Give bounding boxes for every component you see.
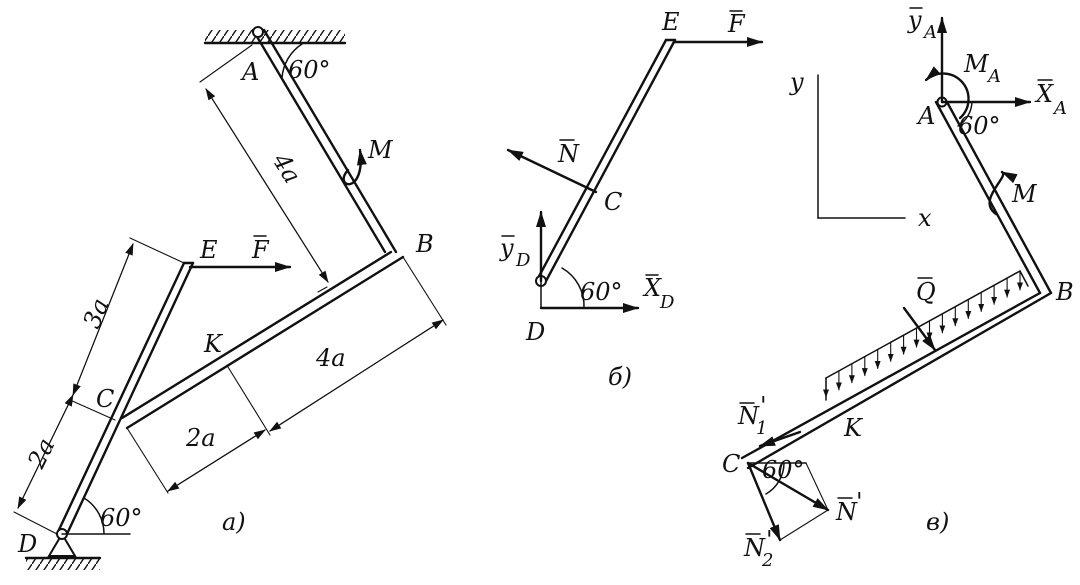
beam-bc (120, 250, 405, 430)
label-dim-3a-ce: 3a (78, 294, 115, 332)
label-moment-m: M (367, 136, 394, 164)
label-angle-d: 60° (100, 504, 143, 532)
label-angle-a-c: 60° (958, 112, 1001, 140)
label-angle-d-b: 60° (580, 278, 623, 306)
distributed-load-q (823, 270, 1029, 401)
force-n2-arrow (746, 461, 782, 542)
panel-a-caption: а) (222, 508, 246, 536)
panel-b-caption: б) (608, 363, 632, 391)
label-force-yd-sub-b: D (515, 250, 531, 271)
label-point-k-c: K (843, 414, 864, 442)
force-parallelogram (779, 462, 829, 541)
dimension-2a-dc (13, 394, 74, 535)
beam-de (55, 261, 195, 536)
label-force-n1: N (737, 402, 760, 430)
label-dim-4a-ab: 4a (266, 147, 306, 188)
label-axis-y: y (789, 68, 804, 96)
label-point-k: K (203, 330, 224, 358)
label-point-e-b: E (661, 8, 680, 36)
beam-ab-free-body (934, 100, 1053, 295)
label-moment-ma-sub: A (986, 66, 1001, 87)
label-dim-2a-ck: 2a (185, 424, 216, 452)
label-load-q: Q (916, 278, 936, 306)
label-dim-4a-kb: 4a (315, 344, 346, 372)
label-force-ya: y (907, 6, 922, 34)
label-point-b: B (415, 230, 434, 258)
label-angle-a: 60° (288, 56, 331, 84)
label-point-c: C (96, 385, 114, 413)
label-force-xa-sub: A (1052, 98, 1067, 119)
label-point-a: A (240, 58, 259, 86)
label-force-f: F (251, 236, 270, 264)
joint-a (252, 26, 264, 38)
angle-arc-a-c (957, 101, 973, 127)
dimension-3a-ce (69, 237, 185, 421)
label-force-n-b: N (557, 140, 580, 168)
panel-b: E F N C y D 60° X D D б) (499, 8, 764, 391)
label-point-d-b: D (525, 318, 545, 346)
label-dim-2a-dc: 2a (22, 434, 61, 474)
label-force-n2-sub: 2 (761, 550, 773, 571)
coordinate-axes (817, 74, 906, 219)
label-point-a-c: A (916, 102, 935, 130)
force-n1-arrow (758, 430, 802, 448)
label-force-n-prime: N (835, 498, 858, 526)
moment-m-arrow-c (988, 170, 1018, 216)
moment-ma-arrow (924, 66, 970, 120)
label-force-yd-b: y (499, 234, 514, 262)
label-force-xa: X (1034, 80, 1054, 108)
load-q-resultant-arrow (902, 306, 937, 352)
beam-bc-free-body (740, 291, 1053, 470)
label-moment-ma: M (963, 50, 990, 78)
label-force-n1-sub: 1 (756, 418, 767, 439)
label-axis-x: x (918, 204, 932, 232)
label-moment-m-c: M (1011, 180, 1038, 208)
force-n-arrow-b (506, 148, 598, 194)
panel-c-caption: в) (926, 508, 949, 536)
support-d-pin (24, 532, 102, 570)
beam-ab (251, 28, 398, 254)
force-n-prime-arrow (746, 461, 830, 512)
panel-c: y x (722, 6, 1074, 571)
label-force-n1-prime: ' (760, 392, 767, 420)
label-angle-c-c: 60° (762, 456, 805, 484)
moment-m-arrow (342, 148, 367, 186)
label-force-f-b: F (727, 10, 746, 38)
panel-a: A 60° M B E F K C D 60° 4a 3a 2a 2a 4a а… (13, 26, 447, 570)
label-point-e: E (199, 236, 218, 264)
label-force-n-prime-mark: ' (856, 488, 863, 516)
dimension-4a-ab (199, 44, 329, 293)
label-point-c-b: C (604, 188, 622, 216)
label-force-ya-sub: A (922, 22, 937, 43)
label-force-xd-sub-b: D (659, 292, 675, 313)
dimension-2a-ck-4a-kb (126, 256, 447, 494)
label-point-d: D (17, 530, 37, 558)
label-force-xd-b: X (642, 274, 662, 302)
label-force-n2: N (743, 534, 766, 562)
angle-arc-a (281, 43, 303, 79)
angle-arc-d-b (561, 267, 585, 309)
support-a-wall (203, 30, 347, 45)
angle-arc-d (83, 497, 105, 535)
label-force-n2-prime: ' (766, 526, 773, 554)
beam-de-free-body (535, 38, 677, 283)
label-point-b-c: B (1055, 278, 1074, 306)
label-point-c-c: C (722, 450, 740, 478)
